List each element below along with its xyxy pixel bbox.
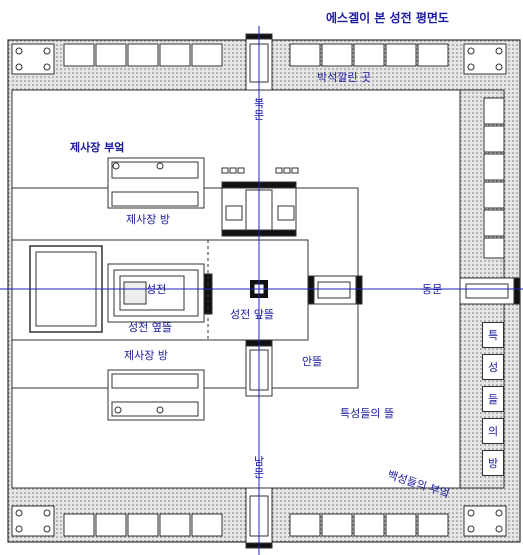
label-east-gate: 동문 bbox=[422, 283, 443, 296]
label-priests-room-south: 제사장 방 bbox=[124, 349, 168, 362]
label-priests-kitchen: 제사장 부엌 bbox=[70, 141, 125, 154]
label-outer-court-pavement: 박석깔린 곳 bbox=[317, 71, 372, 84]
north-chambers bbox=[63, 43, 449, 67]
corner-kitchens bbox=[11, 43, 507, 537]
priests-cell-2: 성 bbox=[482, 354, 504, 380]
outer-east-gate bbox=[459, 277, 521, 305]
label-inner-court: 안뜰 bbox=[302, 355, 323, 368]
label-priests-room-north: 제사장 방 bbox=[126, 213, 170, 226]
label-temple-front-court: 성전 앞뜰 bbox=[230, 308, 274, 321]
priests-room-north bbox=[107, 157, 205, 209]
east-chambers bbox=[483, 97, 505, 259]
priests-room-south bbox=[107, 369, 205, 421]
priests-cell-4: 의 bbox=[482, 418, 504, 444]
label-temple-side-court: 성전 옆뜰 bbox=[128, 321, 172, 334]
label-temple: 성전 bbox=[146, 283, 167, 296]
south-chambers bbox=[63, 513, 449, 537]
priests-cell-1: 특 bbox=[482, 322, 504, 348]
priests-cell-3: 들 bbox=[482, 386, 504, 412]
priests-cell-5: 방 bbox=[482, 450, 504, 476]
plan-title: 에스겔이 본 성전 평면도 bbox=[326, 11, 449, 25]
inner-east-gate bbox=[307, 275, 363, 305]
label-levites-court: 특성들의 뜰 bbox=[340, 407, 395, 420]
